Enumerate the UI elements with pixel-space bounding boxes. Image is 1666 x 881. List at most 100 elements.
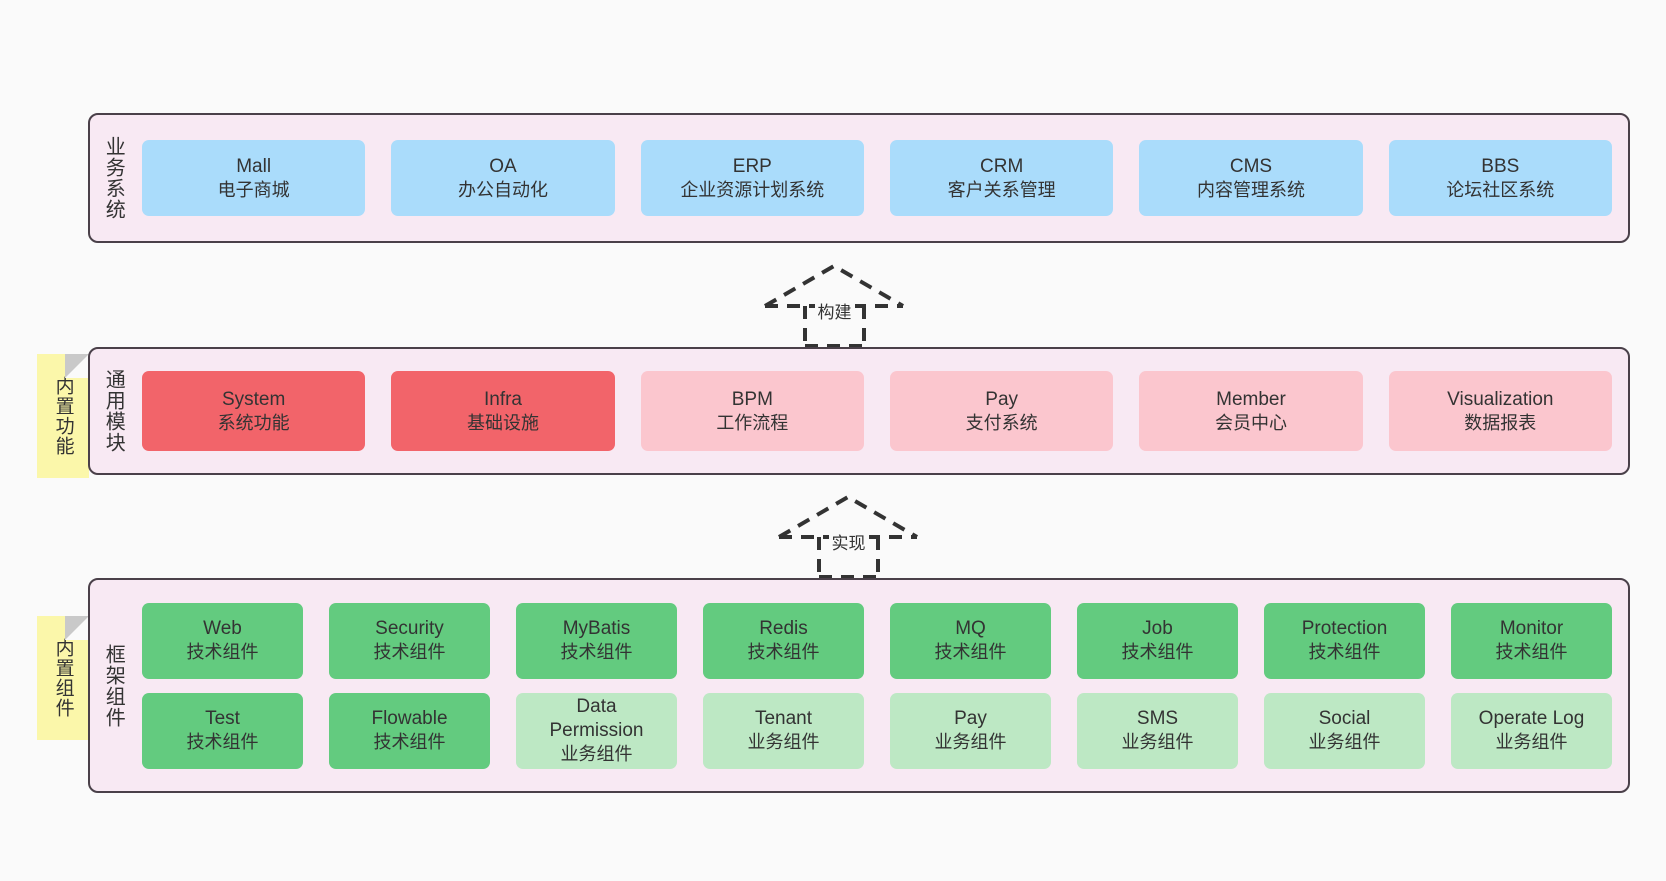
card-title-en: ERP bbox=[732, 155, 772, 177]
card-mybatis[interactable]: MyBatis 技术组件 bbox=[516, 602, 677, 679]
layer-body-modules: System 系统功能 Infra 基础设施 BPM 工作流程 Pay 支付系统… bbox=[136, 349, 1628, 473]
card-web[interactable]: Web 技术组件 bbox=[142, 602, 303, 679]
card-title-en: MyBatis bbox=[562, 618, 631, 640]
card-title-en: Web bbox=[203, 618, 242, 640]
card-title-en: Member bbox=[1216, 388, 1286, 410]
card-title-cn: 工作流程 bbox=[716, 412, 789, 433]
card-title-en: OA bbox=[489, 155, 517, 177]
card-title-en: Monitor bbox=[1499, 618, 1564, 640]
card-pay-module[interactable]: Pay 支付系统 bbox=[889, 371, 1114, 451]
card-redis[interactable]: Redis 技术组件 bbox=[703, 602, 864, 679]
layer-title-modules: 通用模块 bbox=[102, 369, 125, 453]
connector-label-build: 构建 bbox=[814, 298, 855, 323]
card-title-cn: 办公自动化 bbox=[457, 179, 548, 200]
card-title-cn: 系统功能 bbox=[217, 412, 290, 433]
card-bpm[interactable]: BPM 工作流程 bbox=[640, 371, 864, 451]
card-operate-log[interactable]: Operate Log 业务组件 bbox=[1451, 692, 1612, 769]
card-title-cn: 技术组件 bbox=[560, 642, 633, 663]
card-infra[interactable]: Infra 基础设施 bbox=[391, 371, 615, 451]
card-row: Web 技术组件 Security 技术组件 MyBatis 技术组件 Redi… bbox=[142, 602, 1612, 679]
card-title-en: MQ bbox=[955, 618, 986, 640]
card-title-en: Infra bbox=[483, 388, 522, 410]
card-title-en: CMS bbox=[1229, 155, 1273, 177]
card-title-en: Operate Log bbox=[1478, 708, 1585, 730]
connector-build: 构建 bbox=[757, 262, 912, 348]
layer-title-framework: 框架组件 bbox=[102, 643, 125, 728]
card-title-en: Security bbox=[375, 618, 444, 640]
card-title-cn: 业务组件 bbox=[1308, 732, 1381, 753]
card-title-cn: 技术组件 bbox=[373, 732, 446, 753]
card-flowable[interactable]: Flowable 技术组件 bbox=[329, 692, 490, 769]
layer-body-framework: Web 技术组件 Security 技术组件 MyBatis 技术组件 Redi… bbox=[136, 580, 1628, 791]
sticky-note-builtin-features: 内置功能 bbox=[37, 354, 89, 478]
card-title-cn: 会员中心 bbox=[1214, 412, 1287, 433]
card-pay-component[interactable]: Pay 业务组件 bbox=[890, 692, 1051, 769]
card-title-en: Protection bbox=[1301, 618, 1388, 640]
card-crm[interactable]: CRM 客户关系管理 bbox=[889, 140, 1114, 216]
card-protection[interactable]: Protection 技术组件 bbox=[1264, 602, 1425, 679]
card-title-en: Social bbox=[1318, 708, 1371, 730]
card-security[interactable]: Security 技术组件 bbox=[329, 602, 490, 679]
card-row: System 系统功能 Infra 基础设施 BPM 工作流程 Pay 支付系统… bbox=[142, 371, 1612, 451]
card-member[interactable]: Member 会员中心 bbox=[1139, 371, 1363, 451]
layer-body-business: Mall 电子商城 OA 办公自动化 ERP 企业资源计划系统 CRM 客户关系… bbox=[136, 115, 1628, 241]
card-title-cn: 技术组件 bbox=[373, 642, 446, 663]
card-title-cn: 数据报表 bbox=[1464, 412, 1537, 433]
card-erp[interactable]: ERP 企业资源计划系统 bbox=[640, 140, 864, 216]
card-title-cn: 企业资源计划系统 bbox=[680, 179, 825, 200]
card-title-cn: 业务组件 bbox=[560, 744, 633, 765]
card-title-en: Flowable bbox=[371, 708, 448, 730]
card-title-cn: 电子商城 bbox=[217, 179, 290, 200]
card-row: Mall 电子商城 OA 办公自动化 ERP 企业资源计划系统 CRM 客户关系… bbox=[142, 140, 1612, 216]
card-oa[interactable]: OA 办公自动化 bbox=[391, 140, 615, 216]
card-bbs[interactable]: BBS 论坛社区系统 bbox=[1388, 140, 1612, 216]
card-title-en: BPM bbox=[731, 388, 773, 410]
card-visualization[interactable]: Visualization 数据报表 bbox=[1388, 371, 1612, 451]
card-title-cn: 技术组件 bbox=[1121, 642, 1194, 663]
card-title-cn: 业务组件 bbox=[1495, 732, 1568, 753]
card-title-en: Pay bbox=[954, 708, 987, 730]
card-title-en: Mall bbox=[236, 155, 272, 177]
card-title-cn: 支付系统 bbox=[965, 412, 1038, 433]
card-title-en: BBS bbox=[1481, 155, 1520, 177]
sticky-note-builtin-components: 内置组件 bbox=[37, 616, 89, 740]
card-title-en: System bbox=[221, 388, 286, 410]
card-title-cn: 客户关系管理 bbox=[947, 179, 1056, 200]
layer-business-systems: 业务系统 Mall 电子商城 OA 办公自动化 ERP 企业资源计划系统 CRM… bbox=[88, 113, 1630, 243]
connector-implement: 实现 bbox=[771, 493, 926, 579]
card-title-cn: 技术组件 bbox=[934, 642, 1007, 663]
card-title-en: Pay bbox=[985, 388, 1019, 410]
card-tenant[interactable]: Tenant 业务组件 bbox=[703, 692, 864, 769]
connector-label-implement: 实现 bbox=[828, 529, 869, 554]
card-title-cn: 技术组件 bbox=[186, 732, 259, 753]
card-row: Test 技术组件 Flowable 技术组件 Data Permission … bbox=[142, 692, 1612, 769]
card-cms[interactable]: CMS 内容管理系统 bbox=[1139, 140, 1363, 216]
card-job[interactable]: Job 技术组件 bbox=[1077, 602, 1238, 679]
layer-title-business: 业务系统 bbox=[102, 136, 125, 220]
card-title-cn: 基础设施 bbox=[466, 412, 539, 433]
layer-common-modules: 通用模块 System 系统功能 Infra 基础设施 BPM 工作流程 Pay… bbox=[88, 347, 1630, 475]
layer-framework-components: 框架组件 Web 技术组件 Security 技术组件 MyBatis 技术组件… bbox=[88, 578, 1630, 793]
card-title-en: Job bbox=[1142, 618, 1173, 640]
card-title-en: Test bbox=[205, 708, 240, 730]
card-title-cn: 业务组件 bbox=[1121, 732, 1194, 753]
card-system[interactable]: System 系统功能 bbox=[142, 371, 366, 451]
card-social[interactable]: Social 业务组件 bbox=[1264, 692, 1425, 769]
card-title-cn: 内容管理系统 bbox=[1196, 179, 1305, 200]
card-sms[interactable]: SMS 业务组件 bbox=[1077, 692, 1238, 769]
card-title-en: Data Permission bbox=[549, 696, 644, 742]
card-test[interactable]: Test 技术组件 bbox=[142, 692, 303, 769]
card-data-permission[interactable]: Data Permission 业务组件 bbox=[516, 692, 677, 769]
card-mall[interactable]: Mall 电子商城 bbox=[142, 140, 366, 216]
sticky-note-label: 内置组件 bbox=[52, 638, 74, 718]
card-title-cn: 技术组件 bbox=[1308, 642, 1381, 663]
sticky-note-label: 内置功能 bbox=[52, 376, 74, 456]
card-title-en: Tenant bbox=[754, 708, 813, 730]
card-title-cn: 技术组件 bbox=[747, 642, 820, 663]
card-title-cn: 技术组件 bbox=[1495, 642, 1568, 663]
card-monitor[interactable]: Monitor 技术组件 bbox=[1451, 602, 1612, 679]
card-title-cn: 技术组件 bbox=[186, 642, 259, 663]
card-title-cn: 业务组件 bbox=[747, 732, 820, 753]
card-mq[interactable]: MQ 技术组件 bbox=[890, 602, 1051, 679]
